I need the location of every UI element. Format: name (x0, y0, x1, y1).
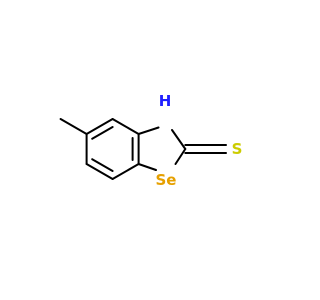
bond-c3a-n (137, 126, 160, 135)
nh-label: H (159, 92, 172, 110)
bond-c4-c5 (85, 118, 114, 135)
structure-canvas: H Se S (59, 92, 243, 189)
bond-c3a-c4 (111, 118, 140, 135)
bond-se-c7a (137, 163, 157, 171)
bond-c7-c7a (111, 163, 140, 180)
bond-n-c2 (171, 129, 187, 150)
molecule-diagram: H Se S (59, 92, 243, 189)
s-label: S (232, 140, 243, 158)
se-label: Se (156, 171, 177, 189)
bond-c4-c5-inner (91, 126, 114, 140)
bond-c6-c7-inner (91, 158, 114, 172)
bond-methyl (59, 118, 88, 135)
bond-c6-c7 (85, 163, 114, 180)
bond-c2-se (174, 148, 187, 165)
